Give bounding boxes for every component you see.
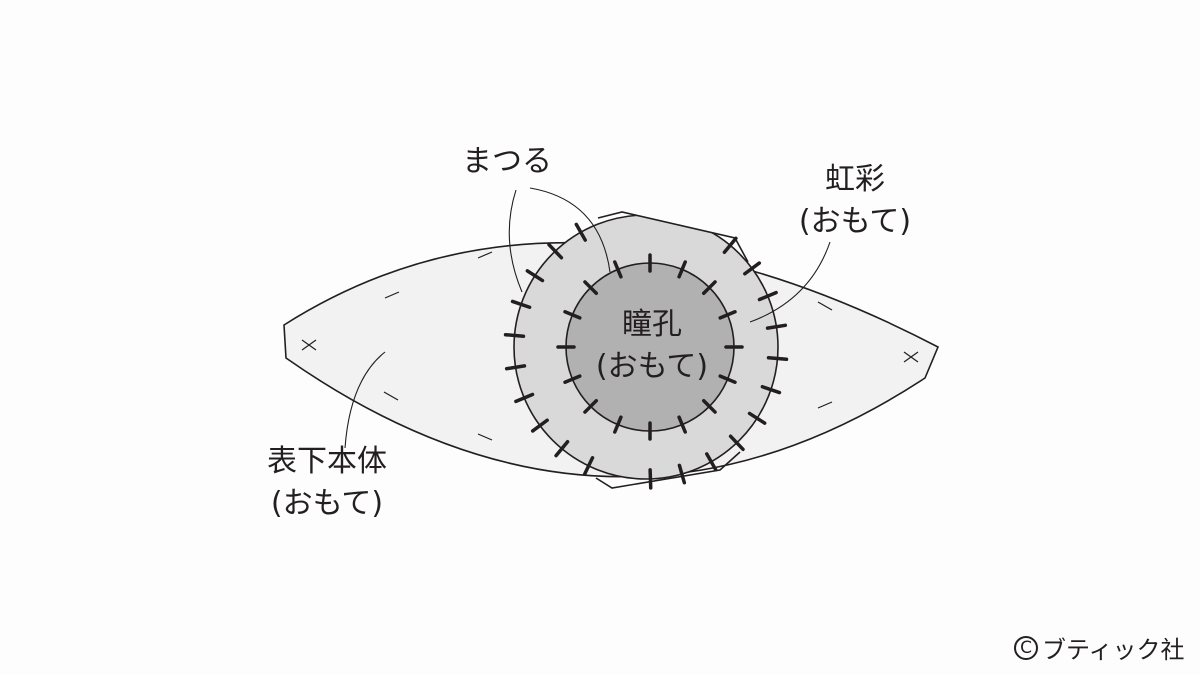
- stitch-mark: [765, 323, 788, 330]
- stitch-mark: [701, 398, 717, 414]
- leader-iris: [749, 241, 831, 323]
- stitch-mark: [613, 260, 623, 279]
- stitch-mark: [554, 440, 570, 458]
- leader-body: [344, 351, 386, 449]
- stitch-mark: [747, 411, 767, 425]
- stitch-mark: [718, 374, 737, 384]
- stitch-mark: [563, 374, 582, 384]
- stitch-mark: [514, 392, 535, 404]
- stitch-mark: [582, 456, 595, 476]
- stitch-mark: [718, 310, 737, 320]
- stitch-mark: [583, 398, 599, 414]
- stitch-mark: [525, 269, 545, 283]
- stitch-mark: [563, 310, 582, 320]
- stitch-mark: [510, 299, 532, 310]
- leader-matsuru-1: [508, 189, 523, 293]
- stitch-mark: [583, 280, 599, 296]
- stitch-mark: [705, 452, 718, 472]
- whip-stitches: [503, 222, 789, 490]
- label-iris-name: 虹彩: [825, 162, 885, 197]
- stitch-mark: [574, 222, 587, 242]
- stitch-mark: [722, 236, 738, 254]
- leader-matsuru-2: [529, 187, 611, 273]
- copyright-text: ブティック社: [1042, 636, 1185, 664]
- stitch-mark: [728, 434, 745, 452]
- copyright: C ブティック社: [1014, 630, 1185, 665]
- stitch-mark: [701, 280, 717, 296]
- stitch-mark: [648, 468, 653, 490]
- stitch-mark: [677, 463, 687, 485]
- stitch-mark: [743, 261, 762, 276]
- iris-cut-edge: [595, 211, 749, 489]
- leader-lines: [344, 187, 831, 449]
- copyright-icon: C: [1014, 635, 1038, 660]
- stitch-mark: [757, 290, 778, 302]
- label-body-name: 表下本体: [267, 444, 387, 479]
- stitch-mark: [677, 260, 687, 279]
- stitch-mark: [613, 415, 623, 434]
- stitch-mark: [766, 355, 789, 362]
- stitch-mark: [547, 242, 564, 260]
- label-pupil-side: (おもて): [595, 349, 709, 384]
- label-iris-side: (おもて): [798, 204, 912, 239]
- stitch-mark: [530, 418, 549, 433]
- stitch-mark: [760, 384, 782, 395]
- stitch-mark: [503, 332, 526, 339]
- stitch-mark: [504, 364, 527, 371]
- label-matsuru: まつる: [462, 144, 552, 179]
- label-pupil-name: 瞳孔: [622, 307, 682, 342]
- label-body-side: (おもて): [270, 486, 384, 521]
- stitch-mark: [677, 415, 687, 434]
